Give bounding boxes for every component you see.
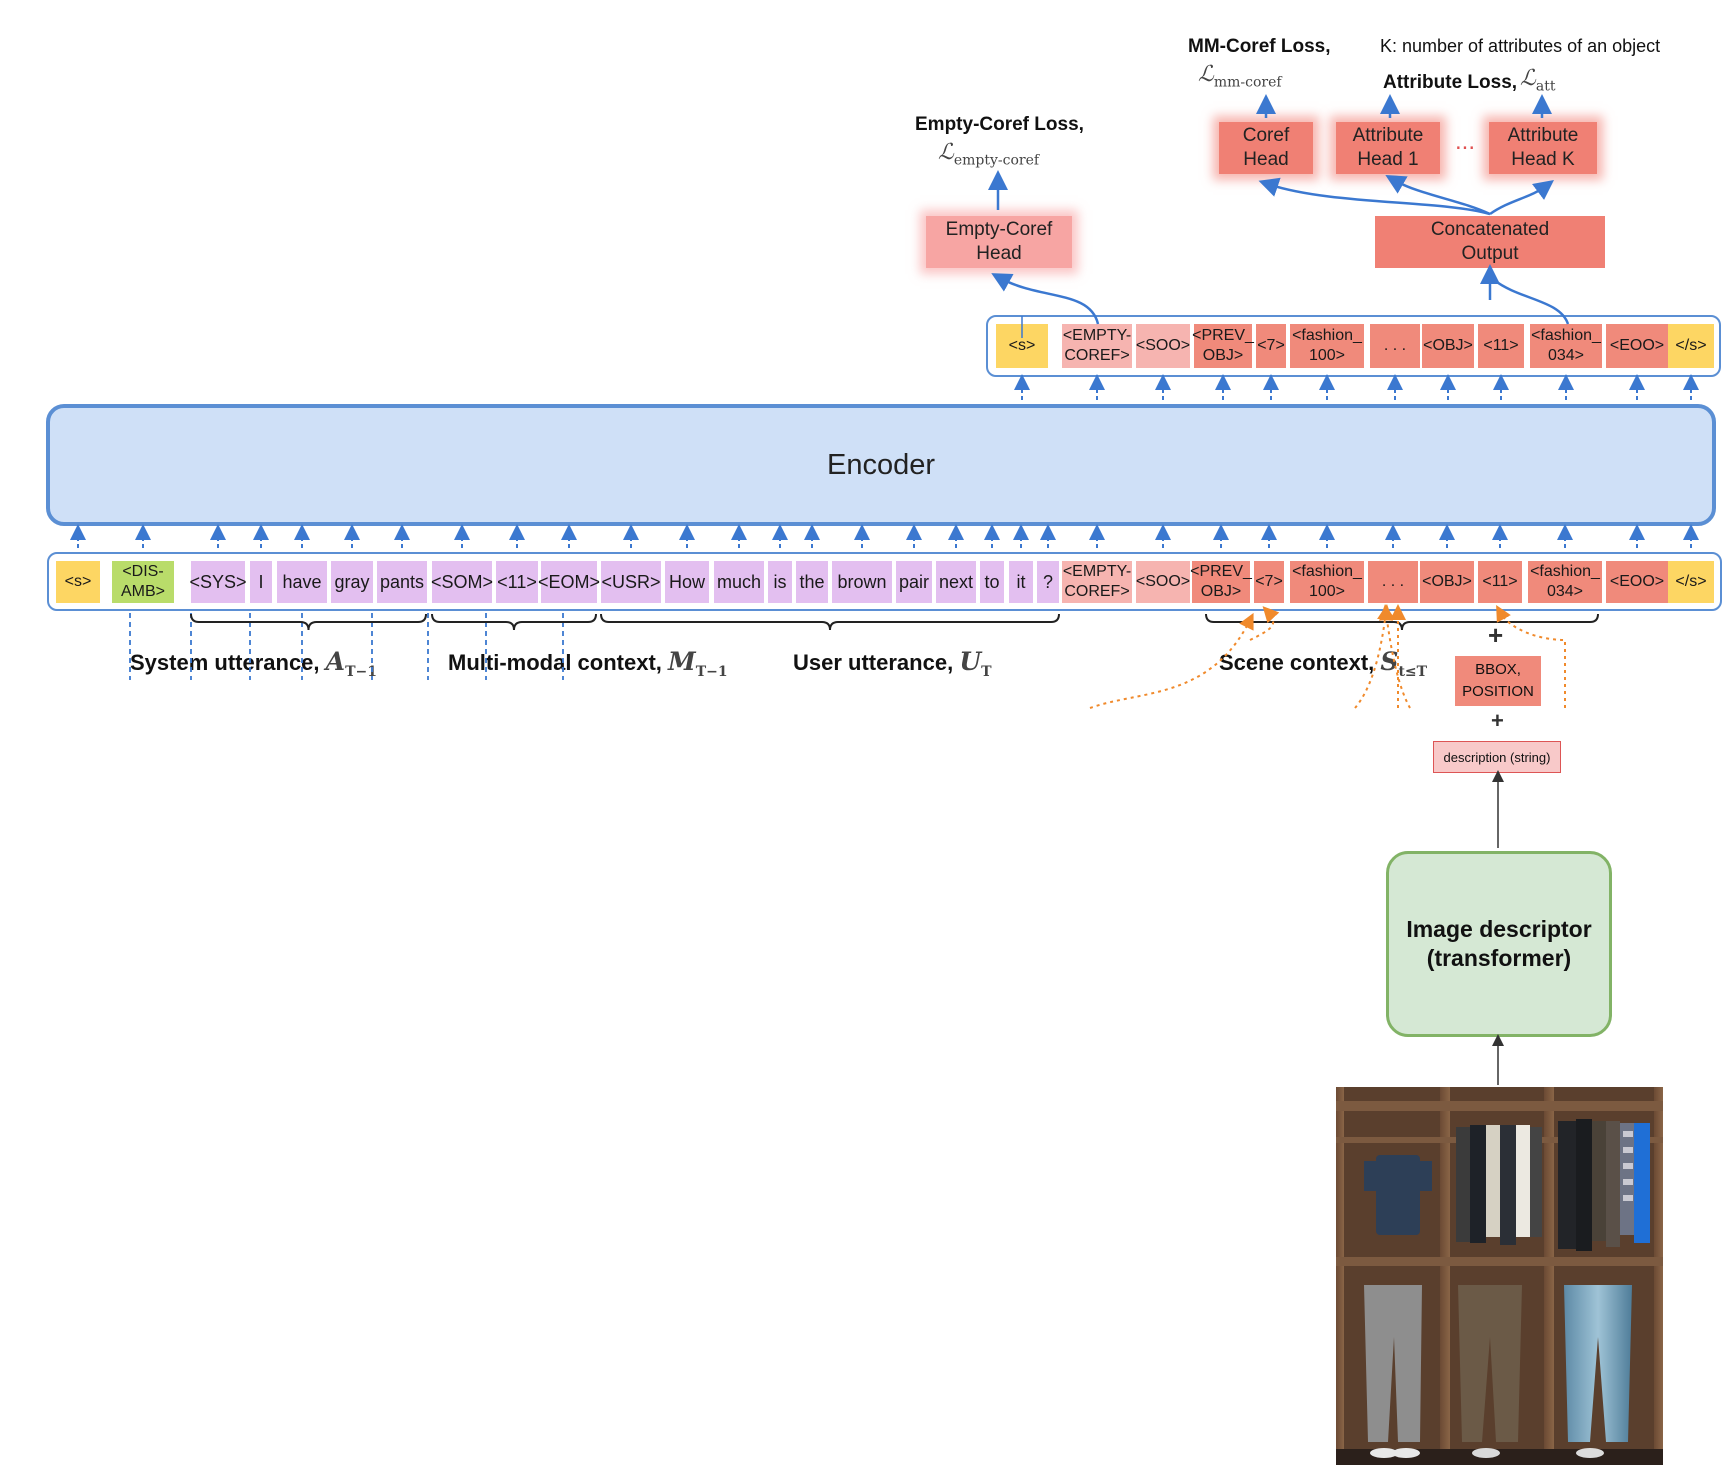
input-token-24: <7> [1254, 561, 1284, 603]
output-token-1: <EMPTY- COREF> [1062, 324, 1132, 368]
segment-brace [1205, 613, 1599, 631]
wardrobe-scene-image [1336, 1087, 1663, 1465]
input-token-2: <SYS> [189, 561, 247, 603]
output-token-8: <11> [1478, 324, 1524, 368]
k-attributes-note: K: number of attributes of an object [1380, 36, 1661, 56]
input-token-5: gray [331, 561, 373, 603]
output-token-10: <EOO> [1606, 324, 1668, 368]
input-token-31: </s> [1668, 561, 1714, 603]
input-token-row [47, 552, 1722, 611]
output-token-3: <PREV_ OBJ> [1192, 324, 1254, 368]
input-token-26: . . . [1368, 561, 1418, 603]
empty-coref-head: Empty-Coref Head [926, 216, 1072, 268]
attribute-loss-math: ℒatt [1520, 66, 1556, 95]
output-token-11: </s> [1668, 324, 1714, 368]
plus-sign-upper: + [1488, 620, 1504, 650]
mm-coref-loss-math: ℒmm-coref [1198, 62, 1282, 91]
output-token-2: <SOO> [1136, 324, 1190, 368]
plus-sign-lower: + [1491, 708, 1504, 733]
input-token-9: <EOM> [538, 561, 600, 603]
encoder-label: Encoder [826, 448, 935, 481]
output-token-6: . . . [1370, 324, 1420, 368]
concat-to-attrk-arrow [1489, 180, 1555, 216]
output-token-7: <OBJ> [1422, 324, 1474, 368]
mm-coref-loss-label: MM-Coref Loss, [1188, 36, 1331, 57]
empty-coref-loss-math: ℒempty-coref [938, 140, 1040, 169]
input-token-0: <s> [56, 561, 100, 603]
input-token-7: <SOM> [431, 561, 493, 603]
input-token-12: much [714, 561, 764, 603]
input-token-18: to [980, 561, 1004, 603]
input-token-29: <fashion_ 034> [1528, 561, 1602, 603]
output-token-5: <fashion_ 100> [1290, 324, 1364, 368]
input-token-19: it [1009, 561, 1033, 603]
scene-dotted-2 [1249, 606, 1280, 641]
concat-to-attr1-arrow [1385, 175, 1491, 216]
system-utterance-label: System utterance, AT−1 [130, 647, 377, 680]
description-string-box: description (string) [1433, 741, 1561, 773]
output-token-9: <fashion_ 034> [1530, 324, 1602, 368]
input-token-10: <USR> [601, 561, 661, 603]
input-token-4: have [277, 561, 327, 603]
image-descriptor-box: Image descriptor (transformer) [1386, 851, 1612, 1037]
scene-context-label: Scene context, St≤T [1219, 647, 1428, 680]
concatenated-output: Concatenated Output [1375, 216, 1605, 268]
output-token-row [986, 315, 1721, 377]
input-token-30: <EOO> [1606, 561, 1668, 603]
input-token-16: pair [896, 561, 932, 603]
empty-coref-loss-label: Empty-Coref Loss, [915, 114, 1084, 135]
bbox-position-box: BBOX, POSITION [1455, 656, 1541, 706]
input-token-20: ? [1037, 561, 1059, 603]
input-token-11: How [665, 561, 709, 603]
input-token-15: brown [832, 561, 892, 603]
segment-brace [190, 613, 427, 631]
multimodal-context-label: Multi-modal context, MT−1 [448, 647, 728, 680]
attribute-head-1: Attribute Head 1 [1336, 122, 1440, 174]
encoder-block: Encoder [46, 404, 1716, 526]
input-token-1: <DIS- AMB> [112, 561, 174, 603]
input-token-13: is [768, 561, 792, 603]
input-token-27: <OBJ> [1420, 561, 1474, 603]
input-token-6: pants [377, 561, 427, 603]
input-token-25: <fashion_ 100> [1290, 561, 1364, 603]
input-token-21: <EMPTY- COREF> [1062, 561, 1132, 603]
attribute-loss-label: Attribute Loss, [1383, 72, 1518, 93]
input-token-17: next [936, 561, 976, 603]
coref-head: Coref Head [1219, 122, 1313, 174]
attribute-head-k: Attribute Head K [1489, 122, 1597, 174]
segment-brace [600, 613, 1060, 631]
input-token-14: the [796, 561, 828, 603]
output-token-0: <s> [996, 324, 1048, 368]
input-token-8: <11> [496, 561, 538, 603]
output-token-4: <7> [1256, 324, 1286, 368]
heads-ellipsis: ... [1455, 128, 1476, 155]
segment-brace [431, 613, 597, 631]
concat-to-coref-arrow [1258, 177, 1491, 216]
input-token-23: <PREV_ OBJ> [1190, 561, 1252, 603]
input-token-28: <11> [1478, 561, 1522, 603]
user-utterance-label: User utterance, UT [793, 647, 992, 680]
input-token-3: I [250, 561, 272, 603]
input-token-22: <SOO> [1136, 561, 1190, 603]
